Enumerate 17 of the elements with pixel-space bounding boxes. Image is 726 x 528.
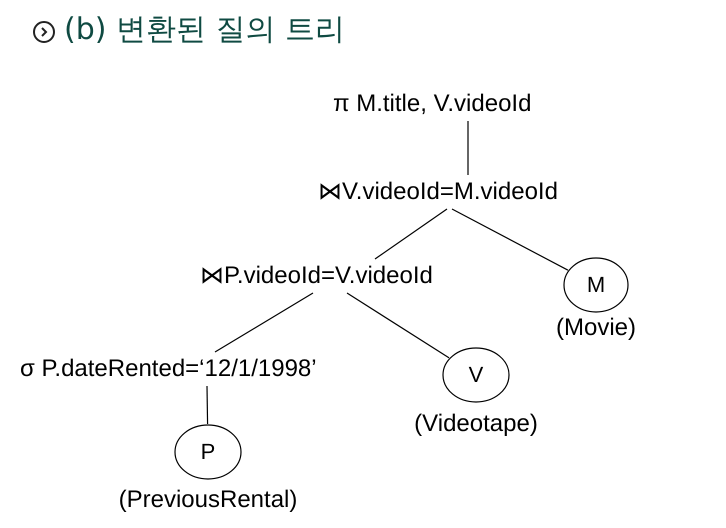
operator-label: σ P.dateRented=‘12/1/1998’ bbox=[20, 354, 317, 384]
tree-edge bbox=[214, 292, 314, 353]
operator-label: π M.title, V.videoId bbox=[333, 89, 532, 119]
relation-ellipse: V bbox=[442, 347, 510, 403]
tree-edge bbox=[374, 208, 448, 260]
operator-label: ⋈P.videoId=V.videoId bbox=[200, 261, 433, 291]
tree-edge bbox=[206, 386, 208, 424]
relation-ellipse: M bbox=[563, 257, 629, 313]
relation-name: (Videotape) bbox=[414, 409, 538, 439]
relation-name: (PreviousRental) bbox=[118, 485, 298, 515]
tree-edge bbox=[467, 121, 469, 175]
operator-label: ⋈V.videoId=M.videoId bbox=[318, 177, 558, 207]
tree-edge bbox=[346, 292, 450, 358]
title: (b) 변환된 질의 트리 bbox=[64, 11, 346, 49]
relation-ellipse: P bbox=[174, 424, 242, 480]
relation-name: (Movie) bbox=[556, 313, 636, 343]
tree-edge bbox=[452, 208, 568, 271]
